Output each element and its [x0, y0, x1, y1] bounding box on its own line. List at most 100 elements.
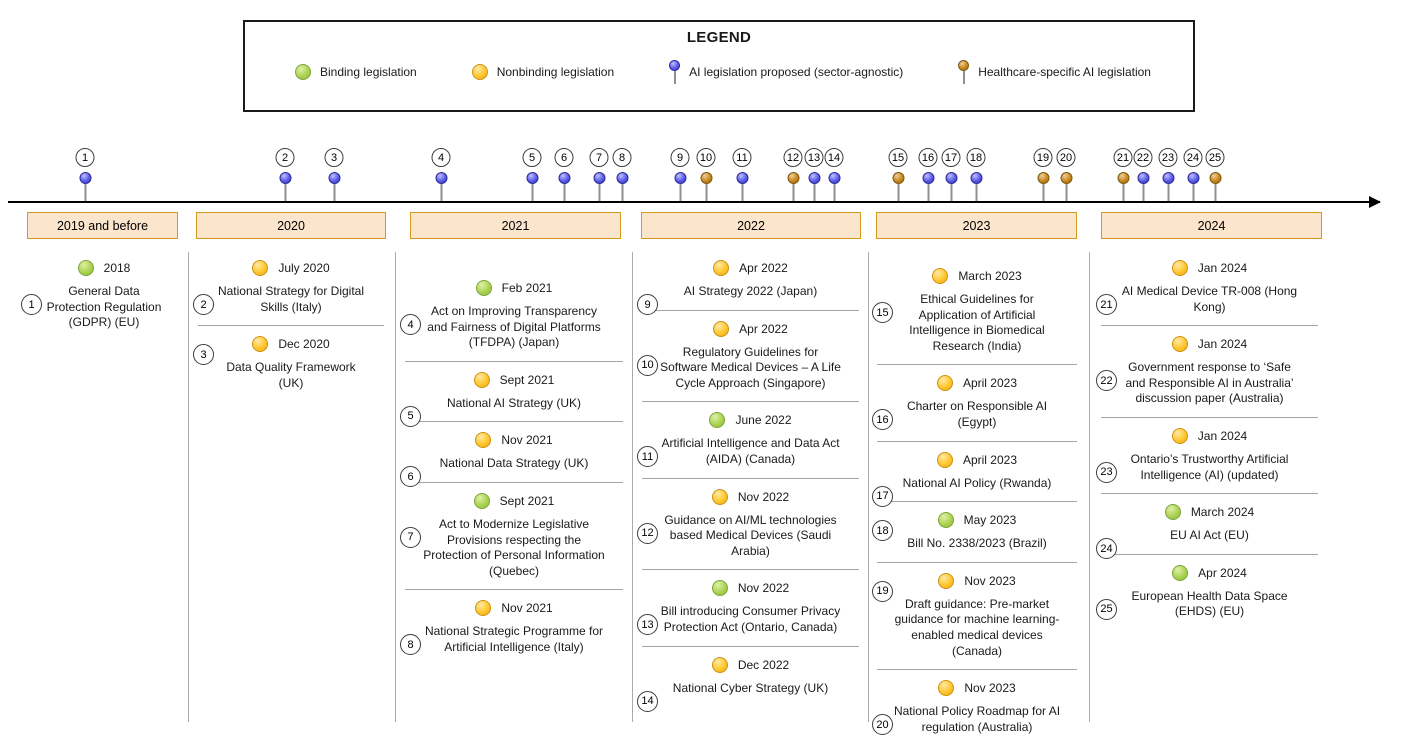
entry-date: Sept 2021: [401, 492, 627, 509]
entry-date: Dec 2022: [638, 656, 863, 673]
pin-stem: [927, 184, 929, 201]
pin-stem: [679, 184, 681, 201]
entry-separator: [1101, 325, 1318, 327]
healthcare-pin-head-icon: [787, 172, 799, 184]
timeline-pin: 1: [75, 148, 95, 201]
proposed-pin-head-icon: [616, 172, 628, 184]
entry-number-badge: 24: [1096, 538, 1117, 560]
timeline-pin: 20: [1056, 148, 1076, 201]
entry-title: Guidance on AI/ML technologies based Med…: [664, 512, 837, 558]
entry-title: AI Strategy 2022 (Japan): [683, 284, 818, 298]
legislation-entry: Apr 2022 AI Strategy 2022 (Japan) 9: [636, 260, 865, 315]
timeline-axis: [8, 196, 1381, 208]
timeline-pin: 21: [1113, 148, 1133, 201]
pin-number-badge: 3: [324, 148, 344, 167]
timeline-pin: 8: [612, 148, 632, 201]
binding-dot-icon: [77, 260, 94, 276]
entry-date-label: Nov 2022: [737, 489, 790, 504]
entry-separator: [405, 589, 623, 591]
entry-date: July 2020: [194, 260, 388, 276]
year-box: 2022: [641, 212, 861, 239]
pin-stem: [1192, 184, 1194, 201]
year-box: 2020: [196, 212, 386, 239]
entry-date: 2018: [22, 260, 186, 276]
entry-number-badge: 14: [637, 690, 658, 712]
proposed-pin-head-icon: [922, 172, 934, 184]
entry-date: Jan 2024: [1097, 260, 1322, 276]
entry-date: April 2023: [873, 451, 1081, 468]
entry-date: Nov 2021: [401, 600, 627, 617]
entry-title: Artificial Intelligence and Data Act (AI…: [661, 436, 840, 466]
pin-number-badge: 14: [824, 148, 844, 167]
entry-separator: [642, 477, 859, 479]
legend-item-nonbinding: Nonbinding legislation: [471, 64, 615, 80]
entry-date-label: Jan 2024: [1197, 337, 1248, 352]
entry-date: Apr 2022: [638, 260, 863, 276]
entry-number-badge: 25: [1096, 598, 1117, 620]
entry-number-badge: 9: [637, 294, 658, 315]
entry-number-badge: 11: [637, 446, 658, 468]
healthcare-pin-head-icon: [1117, 172, 1129, 184]
entry-number-badge: 8: [400, 634, 421, 656]
entry-date: May 2023: [873, 512, 1081, 529]
entry-title: European Health Data Space (EHDS) (EU): [1131, 588, 1288, 619]
entry-date-label: June 2022: [735, 413, 792, 428]
entry-date: Nov 2022: [638, 488, 863, 505]
healthcare-pin-head-icon: [1060, 172, 1072, 184]
legend-item-label: Nonbinding legislation: [496, 65, 615, 79]
entry-number-badge: 16: [872, 409, 893, 431]
entry-number-badge: 4: [400, 314, 421, 335]
entry-separator: [1101, 553, 1318, 555]
pin-number-badge: 15: [888, 148, 908, 167]
column-divider: [868, 252, 869, 722]
binding-dot-icon: [295, 64, 311, 80]
pin-number-badge: 2: [275, 148, 295, 167]
entry-title: National AI Policy (Rwanda): [902, 475, 1052, 490]
healthcare-pin-head-icon: [892, 172, 904, 184]
column-divider: [188, 252, 189, 722]
nonbinding-dot-icon: [936, 375, 953, 392]
pin-stem: [1065, 184, 1067, 201]
pin-number-badge: 12: [783, 148, 803, 167]
nonbinding-dot-icon: [932, 268, 949, 284]
pin-number-badge: 20: [1056, 148, 1076, 167]
legend: LEGEND Binding legislation Nonbinding le…: [243, 20, 1195, 112]
entry-title: General Data Protection Regulation (GDPR…: [46, 284, 162, 330]
entry-number-badge: 2: [193, 294, 214, 315]
entry-number-badge: 13: [637, 614, 658, 636]
entry-title: AI Medical Device TR-008 (Hong Kong): [1121, 284, 1298, 314]
entry-date: Nov 2022: [638, 580, 863, 597]
nonbinding-dot-icon: [713, 260, 730, 276]
pin-number-badge: 9: [670, 148, 690, 167]
entry-title: EU AI Act (EU): [1170, 528, 1249, 543]
nonbinding-dot-icon: [475, 432, 492, 449]
entry-separator: [198, 325, 384, 327]
legend-item-label: AI legislation proposed (sector-agnostic…: [689, 65, 904, 79]
entry-date: Feb 2021: [401, 280, 627, 296]
entry-title: National Policy Roadmap for AI regulatio…: [893, 704, 1061, 734]
pin-stem: [1142, 184, 1144, 201]
column-divider: [632, 252, 633, 722]
proposed-pin-head-icon: [435, 172, 447, 184]
entry-date-label: Jan 2024: [1197, 428, 1248, 443]
entry-separator: [642, 401, 859, 403]
pin-stem: [975, 184, 977, 201]
entry-date-label: March 2023: [958, 269, 1022, 283]
timeline-pin: 6: [554, 148, 574, 201]
year-box: 2021: [410, 212, 621, 239]
proposed-pin-head-icon: [945, 172, 957, 184]
entry-date: Nov 2023: [873, 572, 1081, 589]
timeline-pin: 24: [1183, 148, 1203, 201]
entry-number-badge: 15: [872, 302, 893, 323]
healthcare-pin-icon: [958, 60, 970, 84]
entry-date: March 2023: [873, 268, 1081, 284]
binding-dot-icon: [709, 412, 726, 429]
pin-number-badge: 19: [1033, 148, 1053, 167]
timeline-pin: 14: [824, 148, 844, 201]
proposed-pin-head-icon: [736, 172, 748, 184]
